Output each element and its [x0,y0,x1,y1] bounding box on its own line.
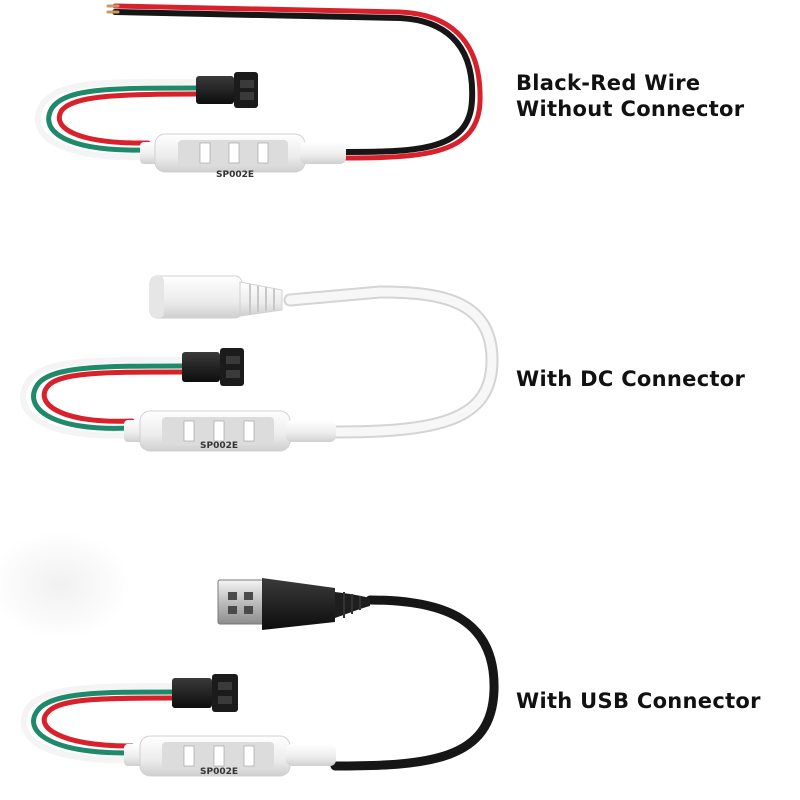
usb-cable [330,595,499,771]
variant-3-controller-usb-connector: SP002E [0,530,499,777]
usb-plug [217,578,370,630]
caption-dc-connector: With DC Connector [516,367,746,391]
variant-2-controller-dc-connector: SP002E [20,275,499,452]
dc-barrel-jack [149,275,283,319]
caption-usb-connector: With USB Connector [516,689,761,713]
output-wires [20,683,175,764]
jst-connector [172,674,238,712]
jst-connector [196,72,258,108]
caption-line-1: Black-Red Wire [516,71,701,95]
power-wires [106,3,483,161]
caption-line-2: Without Connector [516,97,745,121]
controller-model-label: SP002E [200,441,238,451]
caption-black-red-wire: Black-Red Wire Without Connector [516,70,744,122]
controller-body: SP002E [140,133,346,180]
variant-1-controller-black-red-wire: SP002E [34,3,483,180]
output-wires [20,356,185,439]
output-wires [34,78,199,161]
controller-model-label: SP002E [200,767,238,777]
controller-body: SP002E [124,410,336,452]
dc-cable [283,285,499,439]
controller-body: SP002E [124,735,336,777]
controller-model-label: SP002E [216,170,254,180]
jst-connector [182,348,244,386]
background-blur [0,530,130,640]
